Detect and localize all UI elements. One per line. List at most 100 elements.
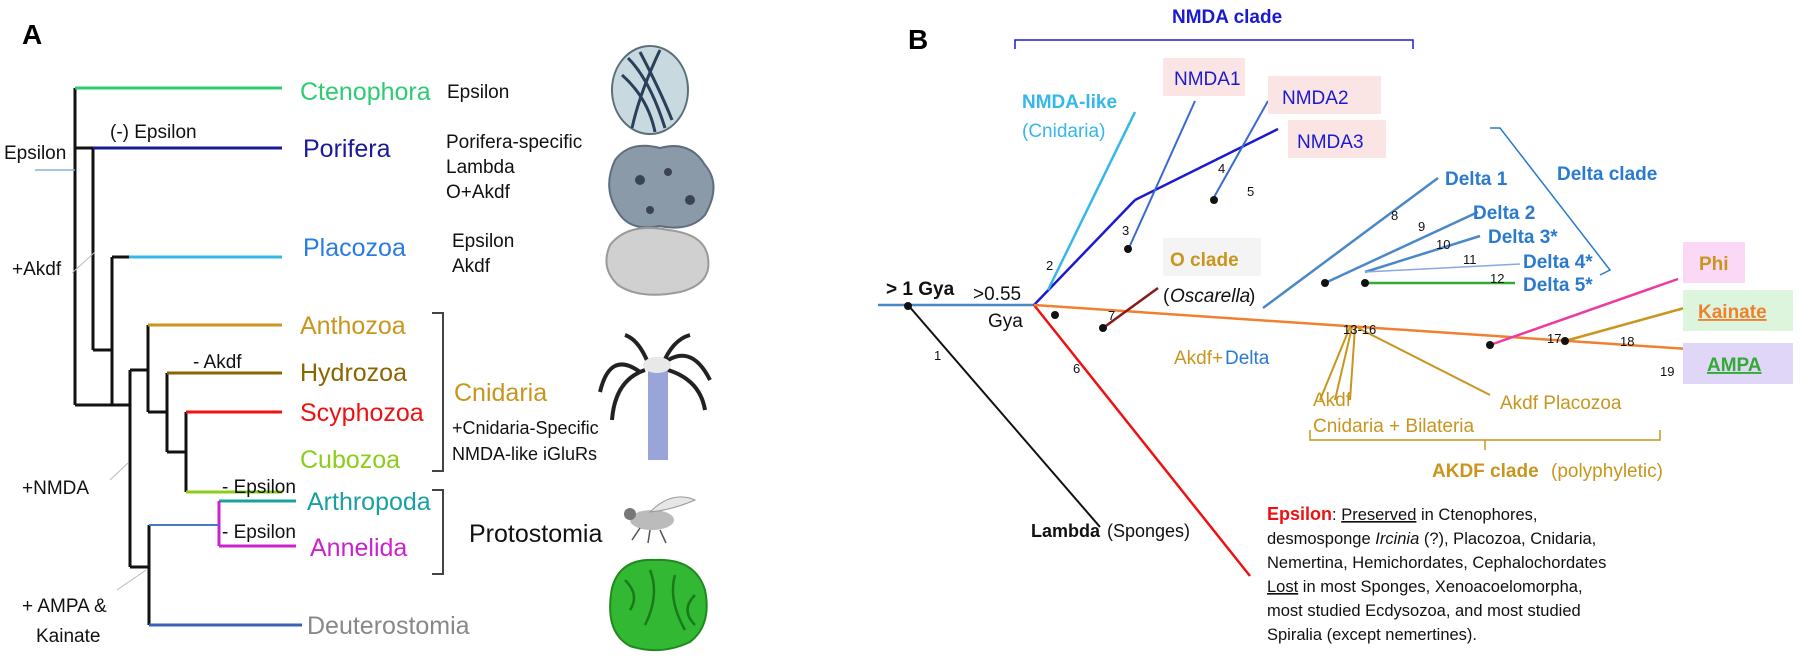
branch-number-3: 3: [1122, 223, 1129, 238]
node-label-epsilon: Epsilon: [4, 143, 66, 164]
branch-number-17: 17: [1547, 331, 1561, 346]
cnidaria-image: [598, 333, 712, 460]
note-porifera-3: O+Akdf: [446, 182, 511, 203]
akdf-placozoa-label: Akdf Placozoa: [1500, 393, 1622, 414]
note-porifera-1: Porifera-specific: [446, 132, 582, 153]
taxon-anthozoa: Anthozoa: [300, 312, 406, 340]
panel-b-nodes: [904, 196, 1569, 349]
akdf-clade-suffix: (polyphyletic): [1551, 461, 1663, 482]
panel-a-taxa: Ctenophora Porifera Placozoa Anthozoa Hy…: [300, 78, 470, 640]
brain-image: [609, 558, 708, 652]
panel-a-terminals: [35, 86, 302, 627]
lambda-sub: (Sponges): [1107, 521, 1190, 541]
taxon-hydrozoa: Hydrozoa: [300, 359, 407, 387]
lambda-label: Lambda: [1031, 521, 1101, 541]
panel-b-tree: [878, 100, 1689, 577]
epsilon-line-6: Spiralia (except nemertines).: [1267, 626, 1477, 644]
epsilon-note: Epsilon: Preserved in Ctenophores, desmo…: [1267, 504, 1606, 644]
nmda-clade-label: NMDA clade: [1172, 7, 1282, 28]
o-clade-label: O clade: [1170, 250, 1239, 271]
delta5-label: Delta 5*: [1523, 275, 1593, 296]
root-gya: Gya: [988, 311, 1023, 332]
branch-number-19: 19: [1660, 364, 1674, 379]
taxon-annelida: Annelida: [310, 534, 407, 562]
phi-label: Phi: [1699, 254, 1729, 275]
branch-number-1: 1: [934, 348, 941, 363]
root-age2: >0.55: [973, 284, 1021, 305]
delta-clade-label: Delta clade: [1557, 164, 1657, 185]
sponge-image: [608, 144, 715, 229]
o-clade-sub: Oscarella: [1170, 286, 1250, 307]
epsilon-line-5: most studied Ecdysozoa, and most studied: [1267, 602, 1581, 620]
panel-a-node-labels: Epsilon (-) Epsilon +Akdf - Akdf +NMDA -…: [4, 122, 296, 647]
delta3-label: Delta 3*: [1488, 227, 1558, 248]
epsilon-line-3: Nemertina, Hemichordates, Cephalochordat…: [1267, 554, 1606, 572]
branch-number-5: 5: [1247, 184, 1254, 199]
nmda3-label: NMDA3: [1297, 132, 1364, 153]
note-placozoa-2: Akdf: [452, 256, 491, 277]
nmda2-label: NMDA2: [1282, 88, 1349, 109]
panel-a-letter: A: [22, 19, 42, 50]
kainate-label: Kainate: [1698, 302, 1767, 323]
panel-a: A: [4, 19, 715, 652]
akdf-plus-label: Akdf+: [1174, 348, 1223, 369]
epsilon-line-2: desmosponge Ircinia (?), Placozoa, Cnida…: [1267, 530, 1596, 548]
branch-number-4: 4: [1218, 161, 1225, 176]
branch-number-7: 7: [1108, 308, 1115, 323]
nmda-like-label: NMDA-like: [1022, 92, 1117, 113]
delta1-label: Delta 1: [1445, 169, 1508, 190]
note-cnidaria: Cnidaria: [454, 379, 547, 407]
epsilon-lost: Lost: [1267, 578, 1299, 596]
ctenophore-image: [611, 45, 689, 135]
delta2-label: Delta 2: [1473, 203, 1535, 224]
akdf-cnidaria-1: Akdf: [1313, 390, 1352, 411]
note-porifera-2: Lambda: [446, 157, 515, 178]
akdf-cnidaria-2: Cnidaria + Bilateria: [1313, 416, 1474, 437]
root-age: > 1 Gya: [886, 279, 955, 300]
epsilon-line4-rest: in most Sponges, Xenoacoelomorpha,: [1298, 578, 1582, 596]
panel-a-tree: [73, 88, 188, 625]
branch-number-13-16: 13-16: [1343, 322, 1376, 337]
epsilon-line2b: (?), Placozoa, Cnidaria,: [1419, 530, 1596, 548]
node-label-plus-nmda: +NMDA: [22, 478, 89, 499]
terminal-boxes: [1163, 238, 1793, 384]
node-label-plus-ampa: + AMPA &: [22, 596, 107, 617]
epsilon-preserved: Preserved: [1341, 506, 1416, 524]
note-placozoa-1: Epsilon: [452, 231, 514, 252]
node-label-minus-akdf: - Akdf: [193, 352, 242, 373]
branch-number-6: 6: [1073, 361, 1080, 376]
delta4-label: Delta 4*: [1523, 252, 1593, 273]
note-protostomia: Protostomia: [469, 520, 602, 548]
panel-b: B: [878, 7, 1793, 644]
note-cnidaria-1: +Cnidaria-Specific: [452, 418, 599, 438]
node-label-minus-epsilon-porifera: (-) Epsilon: [110, 122, 197, 143]
note-cnidaria-2: NMDA-like iGluRs: [452, 444, 597, 464]
branch-number-10: 10: [1436, 237, 1450, 252]
node-label-kainate: Kainate: [36, 626, 100, 647]
placozoa-image: [605, 226, 710, 296]
taxon-placozoa: Placozoa: [303, 234, 406, 262]
taxon-cubozoa: Cubozoa: [300, 446, 400, 474]
epsilon-line1-rest: in Ctenophores,: [1416, 506, 1537, 524]
note-ctenophora: Epsilon: [447, 82, 509, 103]
branch-number-2: 2: [1046, 258, 1053, 273]
panel-b-labels: NMDA clade NMDA-like (Cnidaria) NMDA1 NM…: [886, 7, 1767, 541]
panel-b-letter: B: [908, 24, 928, 55]
branch-number-8: 8: [1391, 208, 1398, 223]
branch-number-9: 9: [1418, 219, 1425, 234]
panel-b-brackets: [1014, 39, 1661, 450]
taxon-scyphozoa: Scyphozoa: [300, 399, 424, 427]
nmda-like-sub: (Cnidaria): [1022, 121, 1105, 142]
epsilon-colon: :: [1332, 506, 1341, 524]
fly-image: [624, 496, 697, 544]
taxon-deuterostomia: Deuterostomia: [307, 612, 470, 640]
node-label-minus-epsilon-arthropoda: - Epsilon: [222, 477, 296, 498]
o-clade-open: (: [1163, 286, 1170, 307]
branch-number-11: 11: [1463, 252, 1477, 267]
epsilon-line2-italic: Ircinia: [1375, 530, 1419, 548]
node-label-plus-akdf: +Akdf: [12, 259, 62, 280]
node-label-minus-epsilon-annelida: - Epsilon: [222, 522, 296, 543]
panel-a-brackets: [432, 312, 444, 575]
panel-a-leaders: [71, 251, 147, 591]
